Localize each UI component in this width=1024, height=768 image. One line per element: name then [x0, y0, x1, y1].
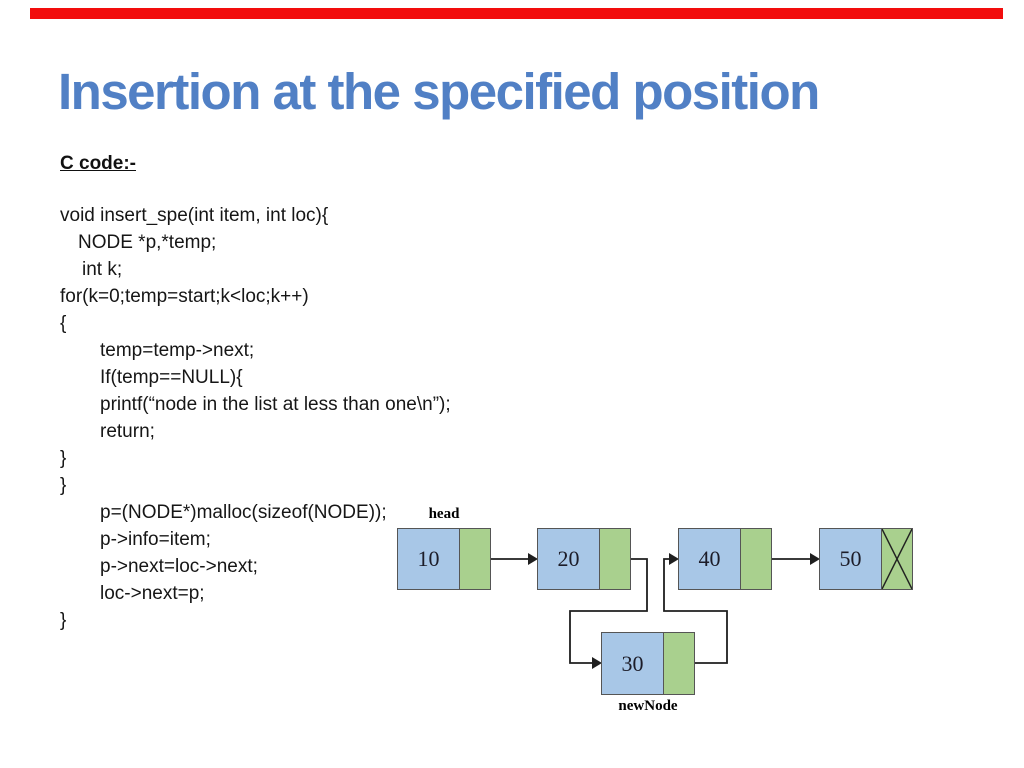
node-next-cell	[600, 528, 631, 590]
newnode-label: newNode	[618, 698, 678, 714]
top-red-bar	[30, 8, 1003, 19]
new-node-30: 30	[601, 632, 695, 695]
code-line: }	[60, 475, 67, 496]
code-heading: C code:-	[60, 153, 136, 174]
arrowhead-into-newnode	[592, 657, 602, 669]
node-info-cell: 20	[537, 528, 600, 590]
null-x-icon	[882, 529, 912, 589]
slide-title: Insertion at the specified position	[58, 63, 820, 120]
code-line: p->info=item;	[100, 529, 211, 550]
code-line: void insert_spe(int item, int loc){	[60, 205, 329, 226]
node-next-cell	[741, 528, 772, 590]
list-node-40: 40	[678, 528, 772, 590]
code-line: }	[60, 610, 67, 631]
list-node-50: 50	[819, 528, 913, 590]
arrowhead-40-50	[810, 553, 820, 565]
code-line: }	[60, 448, 67, 469]
code-line: int k;	[82, 259, 123, 280]
c-code-block: void insert_spe(int item, int loc){ NODE …	[60, 202, 540, 634]
list-node-20: 20	[537, 528, 631, 590]
code-line: p=(NODE*)malloc(sizeof(NODE));	[100, 502, 387, 523]
code-line: return;	[100, 421, 155, 442]
code-line: printf(“node in the list at less than on…	[100, 394, 451, 415]
code-line: NODE *p,*temp;	[78, 232, 217, 253]
node-info-cell: 40	[678, 528, 741, 590]
code-line: p->next=loc->next;	[100, 556, 258, 577]
code-line: for(k=0;temp=start;k<loc;k++)	[60, 286, 309, 307]
code-line: loc->next=p;	[100, 583, 205, 604]
node-info-cell: 30	[601, 632, 664, 695]
node-next-cell	[882, 528, 913, 590]
code-line: {	[60, 313, 67, 334]
arrowhead-into-40	[669, 553, 679, 565]
node-info-cell: 50	[819, 528, 882, 590]
code-line: If(temp==NULL){	[100, 367, 243, 388]
node-next-cell	[664, 632, 695, 695]
code-line: temp=temp->next;	[100, 340, 255, 361]
